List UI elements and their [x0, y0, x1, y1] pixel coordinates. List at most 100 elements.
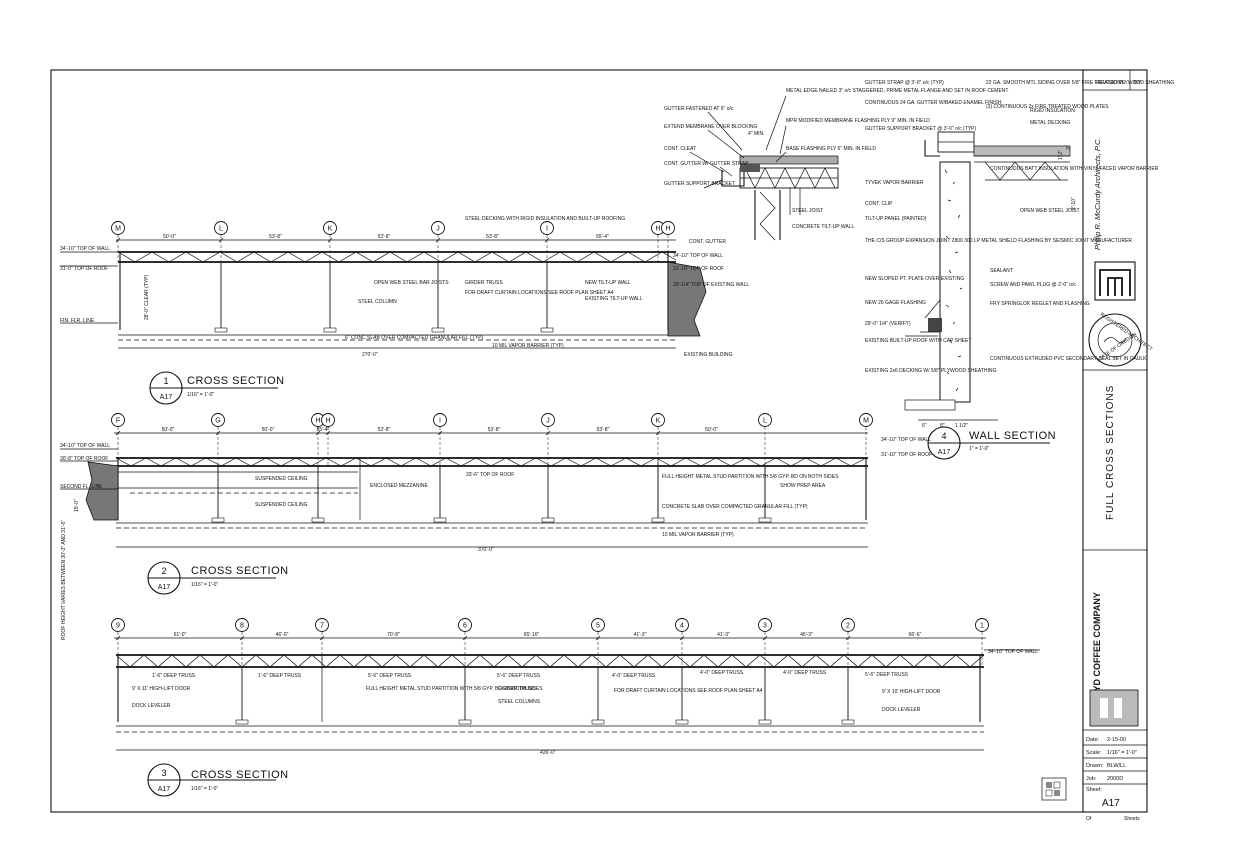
grid-label: 9: [116, 623, 120, 630]
svg-text:1/16" = 1'-0": 1/16" = 1'-0": [187, 392, 214, 398]
column-footing: [540, 327, 554, 333]
svg-text:34'-10" TOP OF WALL: 34'-10" TOP OF WALL: [60, 246, 110, 252]
svg-text:CONTINUOUS EXTRUDED PVC SECOND: CONTINUOUS EXTRUDED PVC SECONDARY SEAL S…: [990, 356, 1147, 362]
column-footing: [841, 719, 855, 725]
dimension-label: 53'-8": [378, 234, 391, 240]
svg-text:FRY SPRINGLOK REGLET AND FLASH: FRY SPRINGLOK REGLET AND FLASHING: [990, 301, 1090, 307]
svg-text:OPEN WEB STEEL JOIST: OPEN WEB STEEL JOIST: [1020, 208, 1080, 214]
grid-label: 2: [846, 623, 850, 630]
svg-text:WALL SECTION: WALL SECTION: [969, 430, 1056, 442]
svg-text:FULL HEIGHT METAL STUD PARTITI: FULL HEIGHT METAL STUD PARTITION WITH 5/…: [366, 686, 543, 692]
grid-label: H: [315, 418, 320, 425]
grid-label: 5: [596, 623, 600, 630]
svg-text:FIN. FLR. LINE: FIN. FLR. LINE: [60, 318, 95, 324]
grid-bubble: [458, 618, 472, 632]
grid-label: 7: [320, 623, 324, 630]
svg-text:33'-6" TOP OF ROOF: 33'-6" TOP OF ROOF: [466, 472, 514, 478]
svg-text:31'-0" TOP OF ROOF: 31'-0" TOP OF ROOF: [60, 266, 108, 272]
svg-text:CONT. CLIP: CONT. CLIP: [865, 201, 893, 207]
svg-text:FOR DRAFT CURTAIN LOCATIONS SE: FOR DRAFT CURTAIN LOCATIONS SEE ROOF PLA…: [614, 688, 763, 694]
grid-bubble: [975, 618, 989, 632]
grid-label: 1: [980, 623, 984, 630]
svg-text:1: 1: [163, 376, 168, 386]
column-footing: [211, 517, 225, 523]
svg-text:34'-10" TOP OF WALL: 34'-10" TOP OF WALL: [881, 437, 931, 443]
revisions-label: REVISIONS: [1095, 80, 1125, 86]
section-1-drawing: [60, 239, 707, 349]
date-label: Date:: [1086, 737, 1100, 743]
svg-text:3": 3": [1066, 145, 1072, 150]
svg-text:METAL EDGE NAILED 3" o/c STAGG: METAL EDGE NAILED 3" o/c STAGGERED, PRIM…: [786, 88, 1008, 94]
svg-text:22 GA. SMOOTH MTL SIDING OVER: 22 GA. SMOOTH MTL SIDING OVER 5/8" FIRE …: [986, 80, 1174, 86]
column-footing: [591, 719, 605, 725]
dimension-label: 55'-4": [317, 427, 330, 433]
section-2-drawing: [60, 432, 868, 548]
svg-text:SHOW PREP AREA: SHOW PREP AREA: [780, 483, 826, 489]
svg-text:STEEL COLUMNS: STEEL COLUMNS: [498, 699, 541, 705]
svg-text:426'-0": 426'-0": [540, 750, 556, 756]
svg-text:5'-6" DEEP TRUSS: 5'-6" DEEP TRUSS: [865, 672, 909, 678]
grid-label: J: [436, 226, 440, 233]
grid-bubble: [859, 413, 873, 427]
grid-label: F: [116, 418, 120, 425]
svg-text:GUTTER STRAP @ 3'-0" o/c (TYP): GUTTER STRAP @ 3'-0" o/c (TYP): [865, 80, 944, 86]
svg-text:28'-0" CLEAR (TYP): 28'-0" CLEAR (TYP): [144, 274, 150, 320]
firm-logo: [1094, 261, 1136, 301]
dimension-label: 70'-8": [387, 632, 400, 638]
grid-label: 4: [680, 623, 684, 630]
svg-text:A17: A17: [158, 786, 171, 793]
svg-text:4'-0" DEEP TRUSS: 4'-0" DEEP TRUSS: [612, 673, 656, 679]
svg-text:1" = 1'-0": 1" = 1'-0": [969, 446, 989, 452]
svg-text:CONT. GUTTER: CONT. GUTTER: [689, 239, 726, 245]
sheets-label: Sheets: [1124, 816, 1140, 822]
sheet-number: A17: [1102, 798, 1120, 809]
column-footing: [758, 719, 772, 725]
wall-section-detail: [904, 131, 1071, 421]
svg-text:SUSPENDED CEILING: SUSPENDED CEILING: [255, 476, 308, 482]
section-2-labels: 34'-10" TOP OF WALL 30'-8" TOP OF ROOF S…: [60, 437, 932, 553]
dimension-label: 53'-8": [597, 427, 610, 433]
svg-text:CONCRETE SLAB OVER COMPACTED G: CONCRETE SLAB OVER COMPACTED GRANULAR FI…: [662, 504, 808, 510]
svg-text:DOCK LEVELER: DOCK LEVELER: [132, 703, 171, 709]
svg-text:TYVEK VAPOR BARRIER: TYVEK VAPOR BARRIER: [865, 180, 924, 186]
svg-text:4" MIN.: 4" MIN.: [748, 131, 765, 137]
grid-bubble: [235, 618, 249, 632]
grid-bubble: [214, 221, 228, 235]
grid-bubble: [540, 221, 554, 235]
svg-text:EXISTING BUILT-UP ROOF WITH CA: EXISTING BUILT-UP ROOF WITH CAP SHEET: [865, 338, 971, 344]
svg-text:10 MIL VAPOR BARRIER (TYP): 10 MIL VAPOR BARRIER (TYP): [662, 532, 734, 538]
section-1-labels: 34'-10" TOP OF WALL 31'-0" TOP OF ROOF F…: [60, 216, 749, 358]
svg-text:30'-8" TOP OF ROOF: 30'-8" TOP OF ROOF: [60, 456, 108, 462]
svg-text:STEEL JOIST: STEEL JOIST: [792, 208, 823, 214]
svg-text:15'-0": 15'-0": [74, 499, 80, 512]
existing-wall-1: [667, 261, 707, 337]
column-footing: [311, 517, 325, 523]
svg-text:9' X 11' HIGH-LIFT DOOR: 9' X 11' HIGH-LIFT DOOR: [132, 686, 191, 692]
svg-text:1/16" = 1'-0": 1/16" = 1'-0": [191, 582, 218, 588]
svg-text:1'-6" DEEP TRUSS: 1'-6" DEEP TRUSS: [258, 673, 302, 679]
svg-text:RIGID INSULATION: RIGID INSULATION: [1030, 108, 1075, 114]
svg-text:370'-0": 370'-0": [478, 547, 494, 553]
svg-text:34'-10" TOP OF WALL: 34'-10" TOP OF WALL: [60, 443, 110, 449]
svg-text:GUTTER SUPPORT BRACKET @ 3'-0": GUTTER SUPPORT BRACKET @ 3'-0" o/c (TYP): [865, 126, 976, 132]
grid-label: 3: [763, 623, 767, 630]
column-footing: [433, 517, 447, 523]
svg-text:BASE FLASHING PLY 6" MIN. IN F: BASE FLASHING PLY 6" MIN. IN FIELD: [786, 146, 876, 152]
grid-label: H: [665, 226, 670, 233]
svg-text:1 1/2": 1 1/2": [955, 423, 968, 429]
column-footing: [214, 327, 228, 333]
drawn-label: Drawn:: [1086, 763, 1104, 769]
date-value: 2-15-00: [1107, 737, 1126, 743]
svg-text:3: 3: [161, 768, 166, 778]
client-name: BOYD COFFEE COMPANY: [1092, 592, 1102, 705]
grid-label: I: [546, 226, 548, 233]
svg-text:EXISTING TILT-UP WALL: EXISTING TILT-UP WALL: [585, 296, 643, 302]
dimension-label: 41'-3": [717, 632, 730, 638]
sheet-label: Sheet:: [1086, 787, 1102, 793]
section-3-drawing: [114, 637, 1040, 751]
svg-text:DOCK LEVELER: DOCK LEVELER: [882, 707, 921, 713]
wall-section-labels: GUTTER STRAP @ 3'-0" o/c (TYP) CONTINUOU…: [865, 80, 1174, 429]
grid-label: K: [328, 226, 333, 233]
